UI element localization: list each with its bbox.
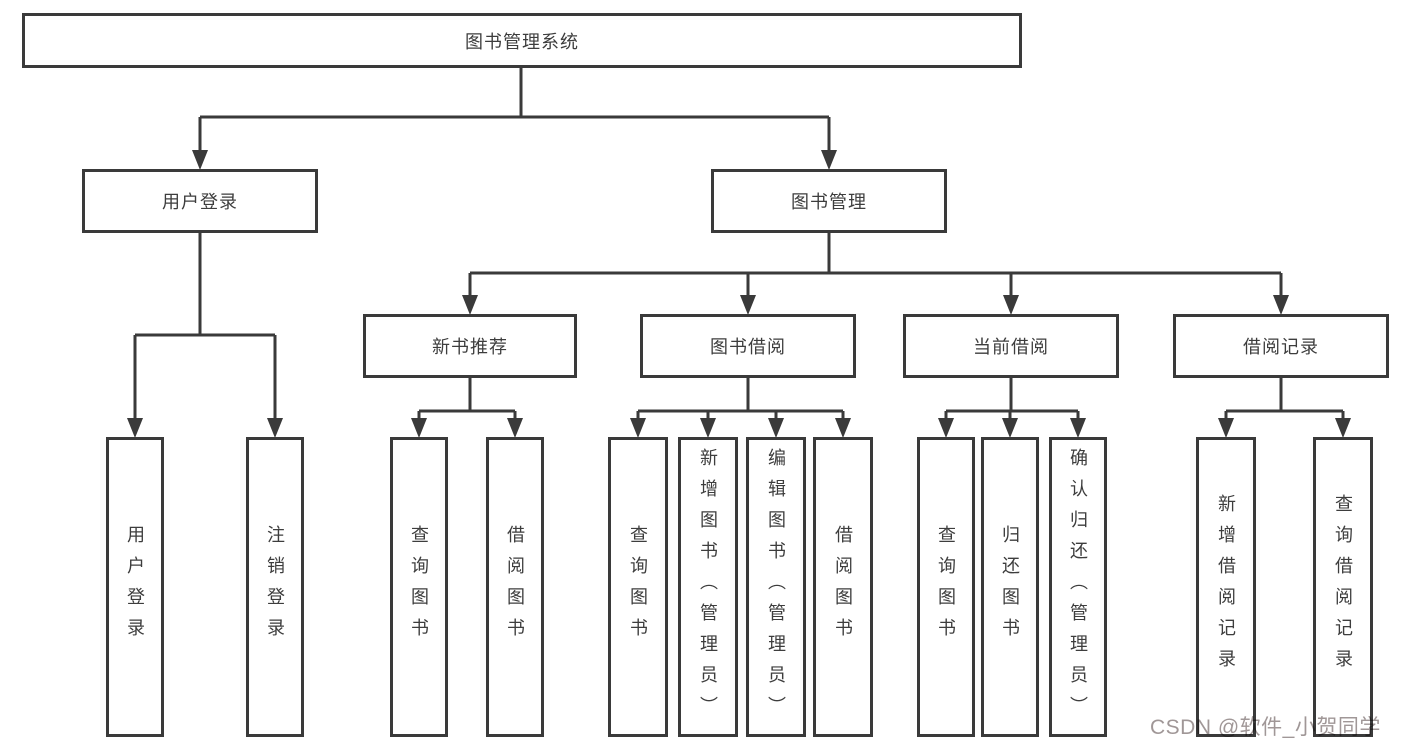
node-user-login: 用户登录 (82, 169, 318, 233)
arrow-down-icon (630, 418, 646, 438)
arrow-down-icon (768, 418, 784, 438)
connector-line (417, 378, 517, 420)
leaf-user-login: 用户登录 (106, 437, 164, 737)
leaf-label: 编辑图书（管理员） (766, 447, 786, 727)
leaf-add-books-admin: 新增图书（管理员） (678, 437, 738, 737)
leaf-label: 借阅图书 (833, 525, 853, 649)
leaf-confirm-return-admin: 确认归还（管理员） (1049, 437, 1107, 737)
leaf-label: 注销登录 (265, 525, 285, 649)
leaf-query-books-borrow: 查询图书 (608, 437, 668, 737)
node-library-management-system: 图书管理系统 (22, 13, 1022, 68)
leaf-label: 借阅图书 (505, 525, 525, 649)
node-book-borrowing: 图书借阅 (640, 314, 856, 378)
connector-root-to-level2 (192, 68, 837, 170)
node-book-management: 图书管理 (711, 169, 947, 233)
leaf-label: 查询图书 (409, 525, 429, 649)
connector-user-login-to-leaves (127, 233, 283, 438)
leaf-borrow-books: 借阅图书 (813, 437, 873, 737)
leaf-label: 查询图书 (628, 525, 648, 649)
leaf-label: 新增借阅记录 (1216, 494, 1236, 680)
connector-current-borrow-to-leaves (938, 378, 1086, 438)
arrow-down-icon (821, 150, 837, 170)
connector-book-borrow-to-leaves (630, 378, 851, 438)
leaf-label: 查询借阅记录 (1333, 494, 1353, 680)
connector-line (636, 378, 845, 420)
leaf-label: 新增图书（管理员） (698, 447, 718, 727)
arrow-down-icon (700, 418, 716, 438)
arrow-down-icon (462, 295, 478, 315)
arrow-down-icon (1335, 418, 1351, 438)
arrow-down-icon (411, 418, 427, 438)
connector-line (198, 68, 831, 152)
connector-line (944, 378, 1080, 420)
leaf-query-borrow-record: 查询借阅记录 (1313, 437, 1373, 737)
connector-line (1224, 378, 1345, 420)
arrow-down-icon (192, 150, 208, 170)
node-current-borrowing: 当前借阅 (903, 314, 1119, 378)
leaf-label: 查询图书 (936, 525, 956, 649)
connector-new-book-rec-to-leaves (411, 378, 523, 438)
arrow-down-icon (507, 418, 523, 438)
arrow-down-icon (267, 418, 283, 438)
arrow-down-icon (1273, 295, 1289, 315)
arrow-down-icon (835, 418, 851, 438)
csdn-watermark: CSDN @软件_小贺同学 (1150, 716, 1381, 739)
connector-borrow-record-to-leaves (1218, 378, 1351, 438)
leaf-label: 归还图书 (1000, 525, 1020, 649)
leaf-add-borrow-record: 新增借阅记录 (1196, 437, 1256, 737)
connector-line (468, 233, 1283, 297)
arrow-down-icon (1002, 418, 1018, 438)
connector-line (133, 233, 277, 420)
arrow-down-icon (1070, 418, 1086, 438)
leaf-query-books-recommend: 查询图书 (390, 437, 448, 737)
node-borrowing-records: 借阅记录 (1173, 314, 1389, 378)
arrow-down-icon (1003, 295, 1019, 315)
arrow-down-icon (1218, 418, 1234, 438)
arrow-down-icon (740, 295, 756, 315)
node-new-book-recommendation: 新书推荐 (363, 314, 577, 378)
arrow-down-icon (127, 418, 143, 438)
connector-book-mgmt-to-level3 (462, 233, 1289, 315)
leaf-borrow-books-recommend: 借阅图书 (486, 437, 544, 737)
leaf-edit-books-admin: 编辑图书（管理员） (746, 437, 806, 737)
leaf-return-books: 归还图书 (981, 437, 1039, 737)
leaf-query-books-current: 查询图书 (917, 437, 975, 737)
arrow-down-icon (938, 418, 954, 438)
leaf-logout: 注销登录 (246, 437, 304, 737)
leaf-label: 确认归还（管理员） (1068, 447, 1088, 727)
leaf-label: 用户登录 (125, 525, 145, 649)
